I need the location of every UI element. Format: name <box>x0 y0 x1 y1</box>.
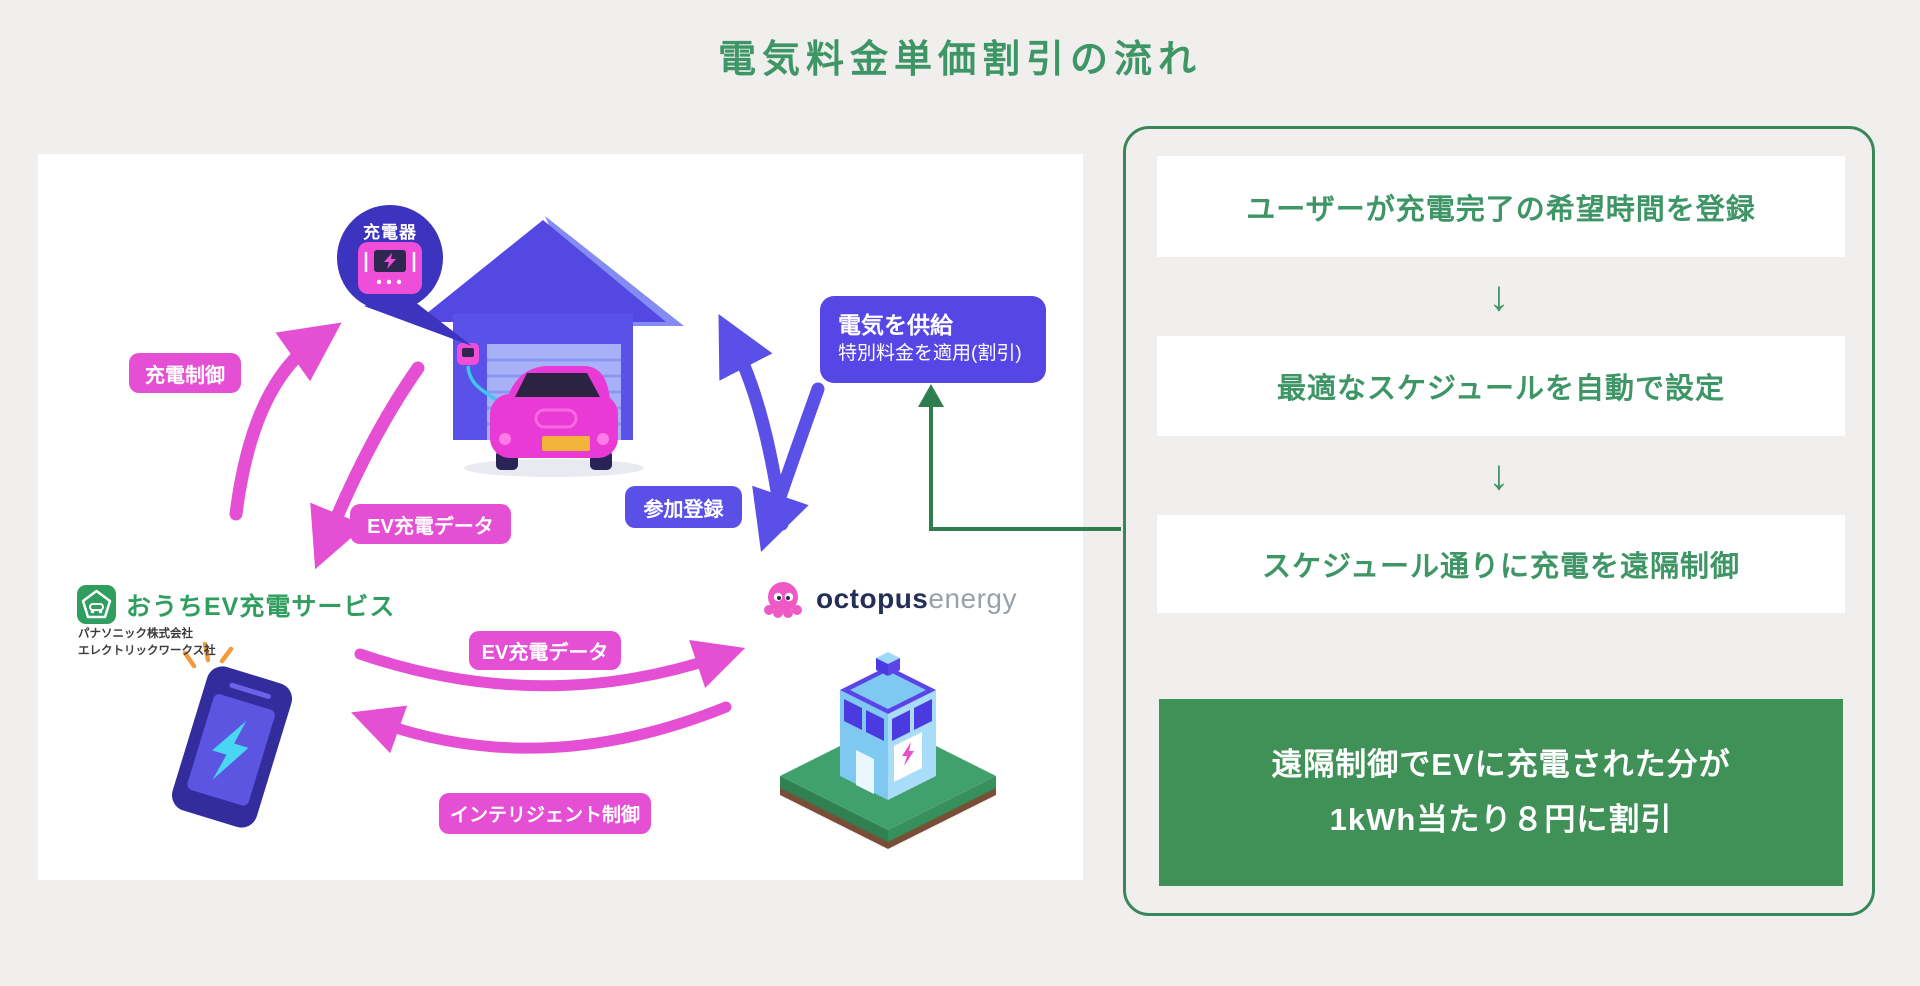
flow-down-arrow-2: ↓ <box>1488 451 1510 498</box>
supply-box-line2: 特別料金を適用(割引) <box>838 343 1022 365</box>
flow-step-2: 最適なスケジュールを自動で設定 <box>1157 336 1845 436</box>
supply-info-box: 電気を供給 特別料金を適用(割引) <box>820 296 1046 383</box>
home-ev-service-label: おうちEV充電サービス <box>126 592 396 621</box>
pink-arrows-bottom <box>351 639 746 754</box>
blue-arrows-registration <box>718 313 825 552</box>
arrow-intelligent-control <box>351 701 732 754</box>
octopus-building-illustration <box>780 652 996 849</box>
flow-step-1: ユーザーが充電完了の希望時間を登録 <box>1157 156 1845 257</box>
pill-charge-control: 充電制御 <box>129 353 241 393</box>
charger-bubble-label: 充電器 <box>363 223 417 242</box>
home-ev-service-icon <box>77 585 116 624</box>
arrow-registration <box>752 382 825 552</box>
company-name-line2: エレクトリックワークス社 <box>78 644 216 657</box>
flow-result-line1: 遠隔制御でEVに充電された分が <box>1271 747 1731 783</box>
discount-flow-panel: ユーザーが充電完了の希望時間を登録 ↓ 最適なスケジュールを自動で設定 ↓ スケ… <box>1123 126 1875 916</box>
lightning-bolt-icon <box>212 721 249 780</box>
pill-intelligent-control: インテリジェント制御 <box>439 793 651 834</box>
spark-icon <box>182 641 234 669</box>
charger-bubble <box>337 205 472 346</box>
octopus-mascot-icon <box>764 582 802 618</box>
flow-down-arrow-1: ↓ <box>1488 272 1510 319</box>
octopus-wordmark-bold: octopus <box>816 583 929 614</box>
octopus-energy-logo: octopusenergy <box>758 578 1017 620</box>
ev-charging-illustration <box>171 205 996 849</box>
flow-step-3: スケジュール通りに充電を遠隔制御 <box>1157 515 1845 613</box>
pill-registration: 参加登録 <box>625 486 742 528</box>
octopus-wordmark-light: energy <box>928 583 1018 614</box>
pill-ev-data-bottom: EV充電データ <box>469 631 621 670</box>
company-name-line1: パナソニック株式会社 <box>78 628 193 640</box>
smartphone-illustration <box>171 641 293 828</box>
octopus-energy-wordmark: octopusenergy <box>816 583 1017 615</box>
page-title: 電気料金単価割引の流れ <box>717 39 1202 81</box>
house-illustration <box>337 205 684 477</box>
company-name: パナソニック株式会社 エレクトリックワークス社 <box>78 626 216 659</box>
flow-result-box: 遠隔制御でEVに充電された分が 1kWh当たり８円に割引 <box>1159 699 1843 886</box>
flow-result-line2: 1kWh当たり８円に割引 <box>1329 801 1673 837</box>
charger-icon <box>358 242 422 294</box>
home-ev-service-logo: おうちEV充電サービス <box>77 585 395 624</box>
pink-arrows-house <box>229 322 425 570</box>
pill-ev-data-top: EV充電データ <box>350 504 511 544</box>
arrow-ev-data-up <box>310 361 425 570</box>
octopus-logo-spacer <box>758 578 802 620</box>
arrow-ev-data-right <box>354 639 746 692</box>
arrow-charge-control <box>229 322 342 521</box>
ev-car <box>464 366 644 477</box>
supply-box-line1: 電気を供給 <box>838 312 953 339</box>
illustration-card: 充電器 充電制御 EV充電データ 参加登録 電気を供給 特別料金を適用(割引) … <box>38 154 1083 880</box>
